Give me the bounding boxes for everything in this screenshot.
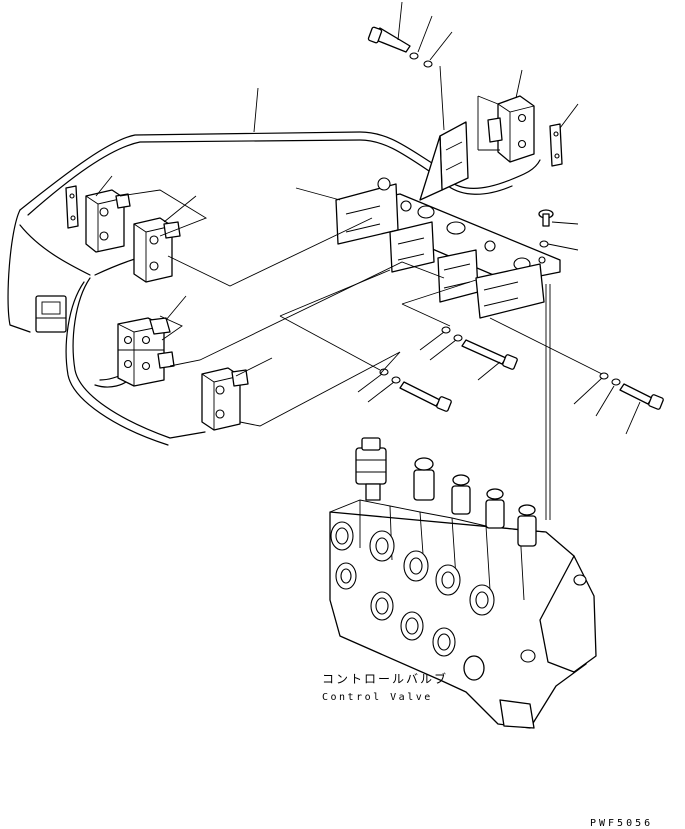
limit-switch-top-right — [487, 95, 535, 163]
leader-lines — [95, 1, 641, 520]
slot-bracket-2 — [389, 221, 435, 273]
limit-switch-2 — [133, 217, 181, 283]
bolt-top — [367, 26, 433, 68]
limit-switch-1 — [85, 189, 131, 253]
slot-bracket-4 — [475, 263, 545, 319]
control-valve — [329, 437, 597, 729]
drawing-code: PWF5056 — [590, 818, 653, 829]
small-plate-left — [65, 185, 79, 229]
bolt-mid-1 — [441, 326, 518, 370]
upper-bracket — [419, 121, 469, 201]
bolt-right-low — [599, 372, 664, 410]
limit-switch-bottom — [201, 367, 249, 431]
control-valve-label-jp: コントロールバルブ — [322, 671, 448, 686]
harness-connector — [35, 295, 67, 333]
screw-right — [538, 209, 554, 248]
wire-harness — [7, 131, 541, 446]
slot-bracket-1 — [335, 177, 399, 245]
bolt-mid-2 — [379, 368, 452, 412]
limit-switch-double — [117, 317, 175, 387]
slot-bracket-3 — [437, 249, 479, 303]
control-valve-label-en: Control Valve — [322, 692, 433, 703]
small-plate-right — [549, 123, 563, 167]
